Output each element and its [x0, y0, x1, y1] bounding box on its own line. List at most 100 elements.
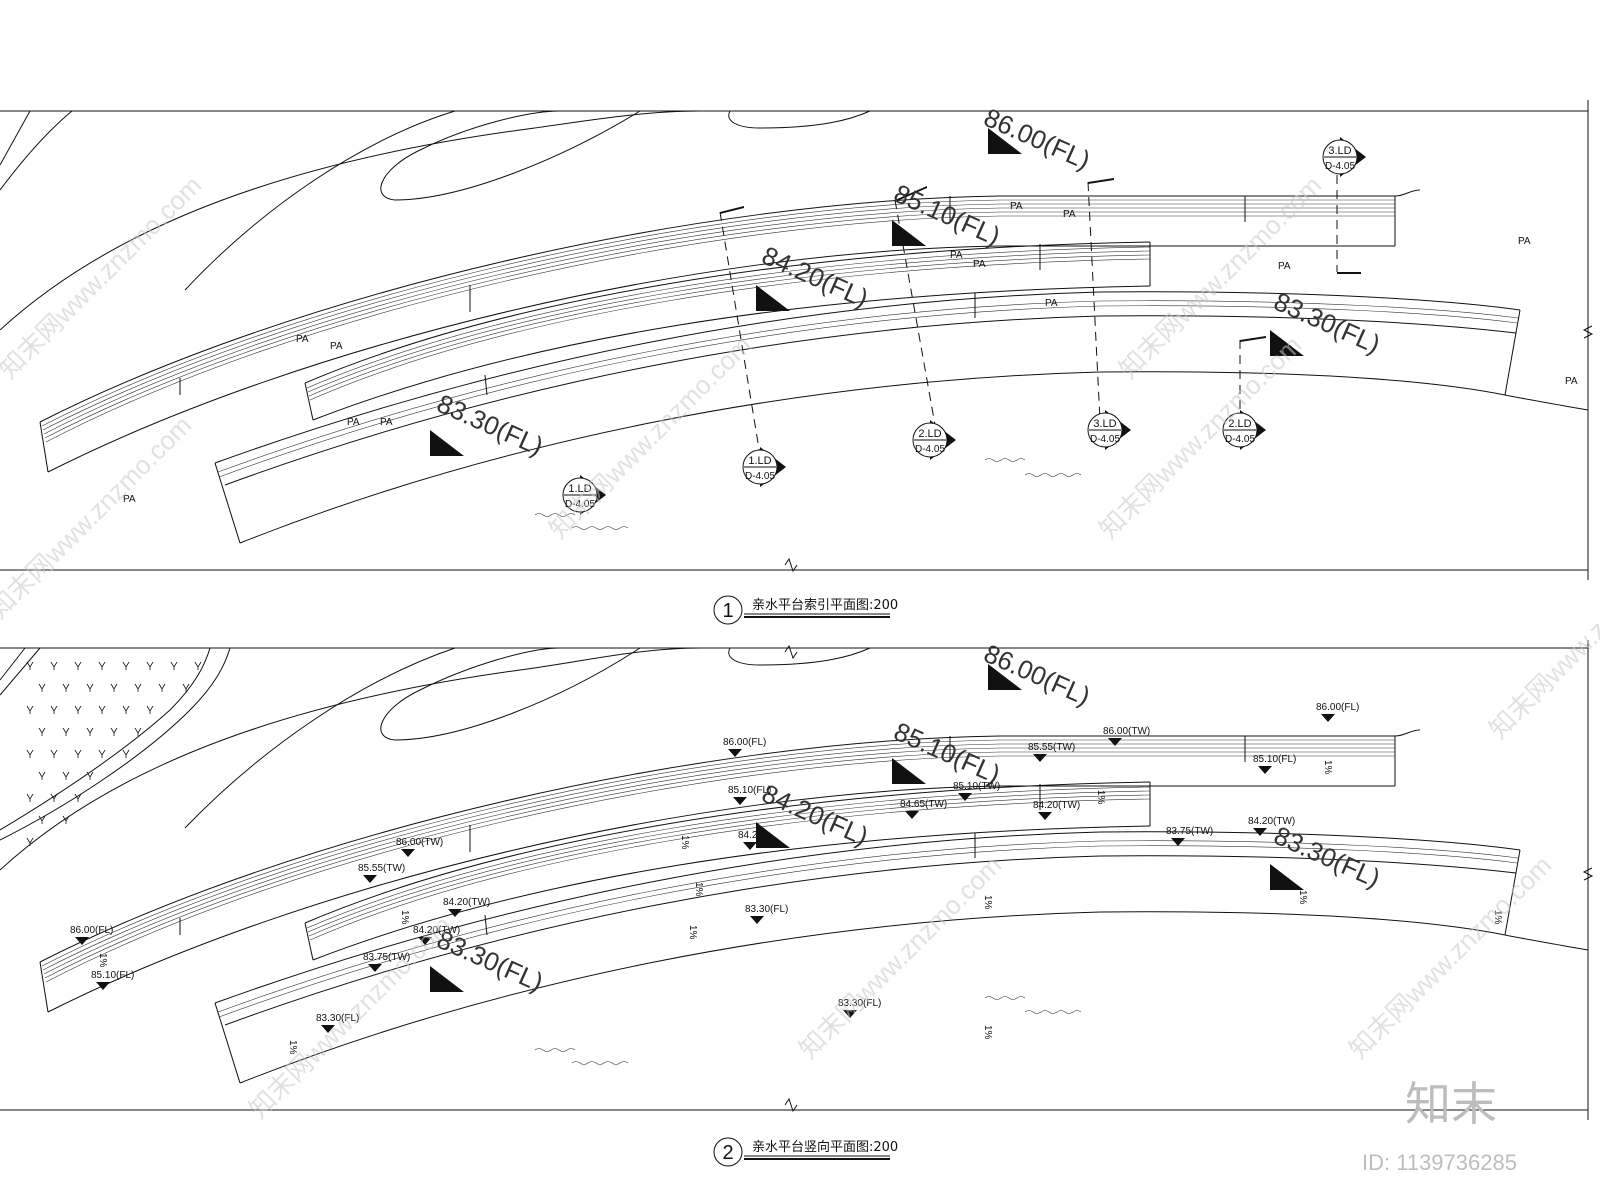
watermark-text: 知末网www.znzmo.com [0, 410, 197, 624]
slope-label: 1% [982, 1025, 993, 1040]
slope-label: 1% [1297, 890, 1308, 905]
spot-elevation: 85.55(TW) [358, 863, 405, 883]
pa-label: PA [1045, 298, 1058, 309]
plan-2-title: 2 亲水平台竖向平面图:200 [713, 1137, 898, 1167]
spot-elevation: 85.55(TW) [1028, 742, 1075, 762]
watermark-text: 知末网www.znzmo.com [0, 170, 207, 384]
pa-label: PA [1518, 236, 1531, 247]
elevation-marker: 86.00(FL) [980, 638, 1095, 711]
slope-label: 1% [287, 1040, 298, 1055]
spot-elevation: 86.00(TW) [396, 837, 443, 857]
slope-label: 1% [1322, 760, 1333, 775]
spot-elevation: 86.00(TW) [1103, 726, 1150, 746]
elevation-marker: 83.30(FL) [1270, 820, 1385, 893]
pa-label: PA [1063, 209, 1076, 220]
plan-2-vertical: 86.00(FL) 85.10(FL) 84.20(FL) 83.30(FL) … [0, 638, 1594, 1167]
spot-elevation-label: 84.20(TW) [1248, 816, 1295, 827]
spot-elevation: 85.10(FL) [91, 970, 134, 990]
pa-label: PA [950, 250, 963, 261]
spot-elevation: 86.00(FL) [1316, 702, 1359, 722]
slope-label: 1% [982, 895, 993, 910]
pa-label: PA [330, 341, 343, 352]
section-ref-top: 3.LD [1328, 145, 1351, 157]
section-reference: 3.LD D-4.05 [1322, 137, 1366, 177]
plan-1-title: 1 亲水平台索引平面图:200 [713, 595, 898, 625]
spot-elevation: 86.00(FL) [70, 925, 113, 945]
spot-elevation-label: 86.00(FL) [1316, 702, 1359, 713]
pa-label: PA [123, 494, 136, 505]
spot-elevation: 83.75(TW) [1166, 826, 1213, 846]
spot-elevation: 84.20(TW) [443, 897, 490, 917]
spot-elevation: 83.30(FL) [745, 904, 788, 924]
spot-elevation-label: 83.30(FL) [838, 998, 881, 1009]
slope-label: 1% [679, 835, 690, 850]
spot-elevation-group: 86.00(FL) 85.10(FL) 85.55(TW) 86.00(TW) 84.2… [70, 702, 1359, 1033]
spot-elevation: 83.30(FL) [316, 1013, 359, 1033]
plan-title: 亲水平台索引平面图:200 [752, 598, 898, 613]
watermark-text: 知末网www.znzmo.com [793, 850, 1007, 1064]
pa-label: PA [1278, 261, 1291, 272]
slope-label: 1% [693, 882, 704, 897]
slope-label-group: 1%1%1%1%1%1%1%1%1%1%1%1% [97, 760, 1503, 1055]
plan-number-circle [713, 1137, 743, 1167]
section-reference: 3.LD D-4.05 [1087, 410, 1131, 450]
slope-label: 1% [1095, 790, 1106, 805]
section-reference: 2.LDD-4.05 [912, 420, 956, 460]
spot-elevation-label: 85.10(FL) [1253, 754, 1296, 765]
section-ref-bottom: D-4.05 [565, 499, 595, 510]
elevation-marker: 85.10(FL) [890, 716, 1005, 789]
spot-elevation: 84.20(TW) [413, 925, 460, 945]
elevation-marker: 85.10(FL) [890, 178, 1005, 251]
image-id-label: ID: 1139736285 [1362, 1150, 1517, 1175]
spot-elevation: 85.10(FL) [728, 785, 771, 805]
section-ref-top: 3.LD [1093, 418, 1116, 430]
elevation-marker: 84.20(FL) [756, 240, 873, 313]
spot-elevation-label: 85.10(FL) [91, 970, 134, 981]
section-ref-bottom: D-4.05 [745, 471, 775, 482]
spot-elevation-label: 86.00(TW) [396, 837, 443, 848]
spot-elevation-label: 84.20(TW) [443, 897, 490, 908]
plan-number: 1 [722, 600, 733, 622]
watermark-text: 知末网www.znzmo.com [1483, 530, 1600, 744]
spot-elevation: 83.75(TW) [363, 952, 410, 972]
pa-label: PA [1010, 201, 1023, 212]
spot-elevation: 83.30(FL) [838, 998, 881, 1018]
section-ref-bottom: D-4.05 [1090, 434, 1120, 445]
spot-elevation-label: 86.00(FL) [723, 737, 766, 748]
slope-label: 1% [687, 925, 698, 940]
section-ref-bottom: D-4.05 [1225, 434, 1255, 445]
pa-label: PA [1565, 376, 1578, 387]
pa-label: PA [347, 417, 360, 428]
spot-elevation-label: 86.00(FL) [70, 925, 113, 936]
spot-elevation-label: 84.65(TW) [900, 799, 947, 810]
spot-elevation-label: 86.00(TW) [1103, 726, 1150, 737]
plan-title: 亲水平台竖向平面图:200 [752, 1139, 898, 1155]
elevation-marker: 86.00(FL) [980, 102, 1095, 175]
section-reference: 1.LD D-4.05 [742, 447, 786, 487]
section-ref-top: 1.LD [748, 455, 771, 467]
spot-elevation-label: 83.75(TW) [363, 952, 410, 963]
pa-label: PA [380, 417, 393, 428]
elevation-marker: 83.30(FL) [430, 388, 548, 461]
spot-elevation-label: 83.75(TW) [1166, 826, 1213, 837]
spot-elevation: 85.10(FL) [1253, 754, 1296, 774]
pa-label: PA [973, 259, 986, 270]
brand-logo: 知末 [1405, 1077, 1497, 1131]
watermark-text: 知末网www.znzmo.com [243, 910, 457, 1124]
slope-label: 1% [97, 953, 108, 968]
plan-1-index: PA PA PA PA PA PA PA PA PA PA PA PA PA P… [0, 100, 1594, 625]
spot-elevation-label: 83.30(FL) [316, 1013, 359, 1024]
elevation-marker: 84.20(FL) [756, 778, 873, 851]
section-reference: 2.LDD-4.05 [1222, 410, 1266, 450]
spot-elevation: 84.20(TW) [1248, 816, 1295, 836]
section-reference-group: 1.LDD-4.051.LDD-4.052.LDD-4.053.LDD-4.05… [562, 137, 1366, 515]
slope-label: 1% [399, 910, 410, 925]
section-reference: 1.LDD-4.05 [562, 475, 606, 515]
plan-number: 2 [722, 1142, 733, 1164]
spot-elevation: 84.20(TW) [1033, 800, 1080, 820]
spot-elevation-label: 84.20(TW) [413, 925, 460, 936]
spot-elevation-label: 83.30(FL) [745, 904, 788, 915]
section-ref-bottom: D-4.05 [1325, 161, 1355, 172]
